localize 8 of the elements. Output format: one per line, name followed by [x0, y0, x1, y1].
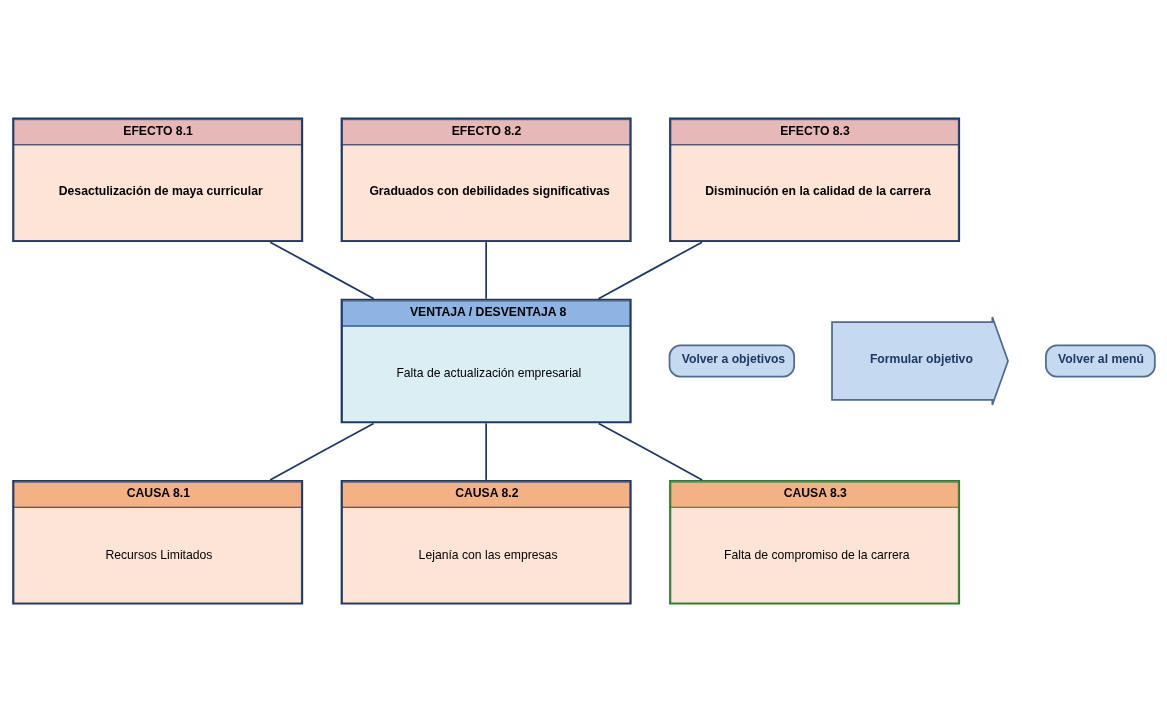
connector — [597, 240, 703, 300]
connector — [485, 240, 487, 300]
connector — [597, 422, 704, 481]
node-box: Volver a objetivos — [668, 343, 795, 378]
connector — [485, 422, 487, 481]
connector — [269, 422, 375, 481]
node-box: Volver al menú — [1045, 343, 1156, 378]
connector — [269, 240, 375, 300]
